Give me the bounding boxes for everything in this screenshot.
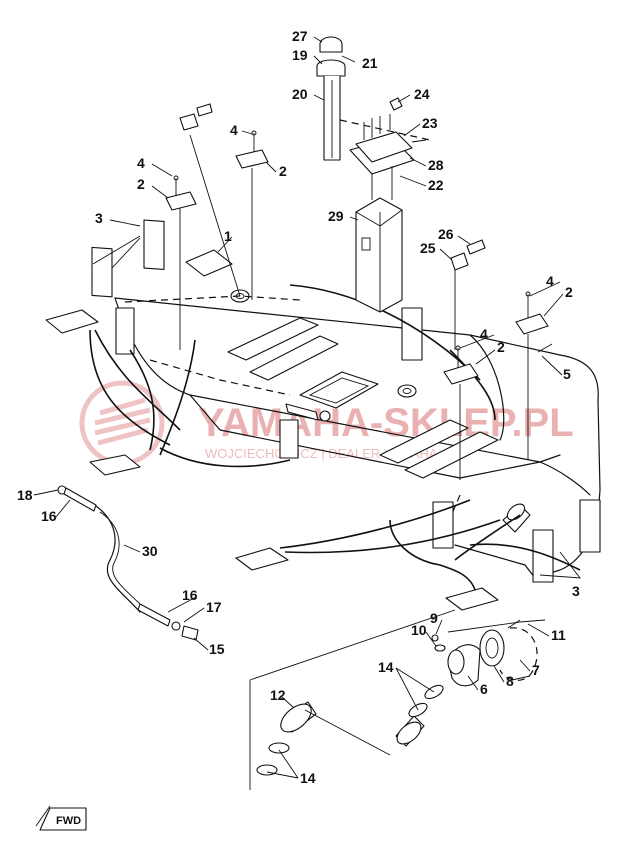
callout-30: 30 xyxy=(142,543,158,559)
callout-22: 22 xyxy=(428,177,444,193)
callout-7: 7 xyxy=(532,662,540,678)
callout-23: 23 xyxy=(422,115,438,131)
callout-3-right: 3 xyxy=(572,583,580,599)
callout-5: 5 xyxy=(563,366,571,382)
callout-2-center: 2 xyxy=(279,163,287,179)
callout-labels: 27 19 21 20 24 23 28 22 29 26 25 4 2 4 2… xyxy=(17,28,580,786)
hull-body xyxy=(114,289,601,579)
bracket-mid-right xyxy=(443,345,479,385)
assembly-arrows xyxy=(89,284,581,591)
callout-6: 6 xyxy=(480,681,488,697)
callout-20: 20 xyxy=(292,86,308,102)
callout-1: 1 xyxy=(224,228,232,244)
callout-4-left: 4 xyxy=(137,155,145,171)
bracket-top-center xyxy=(235,130,269,169)
callout-27: 27 xyxy=(292,28,308,44)
fwd-label: FWD xyxy=(56,815,81,827)
bracket-far-right xyxy=(515,291,553,353)
callout-25: 25 xyxy=(420,240,436,256)
callout-28: 28 xyxy=(428,157,444,173)
leader-lines xyxy=(92,134,581,579)
callout-8: 8 xyxy=(506,673,514,689)
callout-18: 18 xyxy=(17,487,33,503)
callout-26: 26 xyxy=(438,226,454,242)
drain-plug-25 xyxy=(450,239,486,271)
callout-9: 9 xyxy=(430,610,438,626)
callout-12: 12 xyxy=(270,687,286,703)
watermark-logo-icon xyxy=(79,380,165,466)
callout-3-left: 3 xyxy=(95,210,103,226)
callout-11: 11 xyxy=(551,627,566,643)
callout-10: 10 xyxy=(411,622,427,638)
outlet-parts xyxy=(431,619,546,687)
fuel-sender-assembly xyxy=(316,36,431,313)
small-hose-and-clamps xyxy=(249,609,456,790)
callout-2-left: 2 xyxy=(137,176,145,192)
callout-19: 19 xyxy=(292,47,308,63)
callout-24: 24 xyxy=(414,86,430,102)
callout-leaders xyxy=(33,36,564,779)
hose-assembly xyxy=(57,485,199,641)
callout-29: 29 xyxy=(328,208,344,224)
callout-4-far-right: 4 xyxy=(546,273,554,289)
callout-4-mid-right: 4 xyxy=(480,326,488,342)
callout-16-top: 16 xyxy=(41,508,57,524)
fwd-badge: FWD xyxy=(35,805,87,831)
callout-17: 17 xyxy=(206,599,222,615)
callout-2-far-right: 2 xyxy=(565,284,573,300)
callout-2-mid-right: 2 xyxy=(497,339,505,355)
foam-pads xyxy=(45,219,601,611)
watermark-subtitle: WOJCIECHOWICZ | DEALER YAMAHA xyxy=(205,446,438,461)
callout-15: 15 xyxy=(209,641,225,657)
callout-14-left: 14 xyxy=(300,770,316,786)
drain-plug-top xyxy=(179,103,213,131)
bracket-top-left xyxy=(165,175,197,211)
callout-14-right: 14 xyxy=(378,659,394,675)
callout-16-bottom: 16 xyxy=(182,587,198,603)
callout-4-center: 4 xyxy=(230,122,238,138)
callout-21: 21 xyxy=(362,55,378,71)
